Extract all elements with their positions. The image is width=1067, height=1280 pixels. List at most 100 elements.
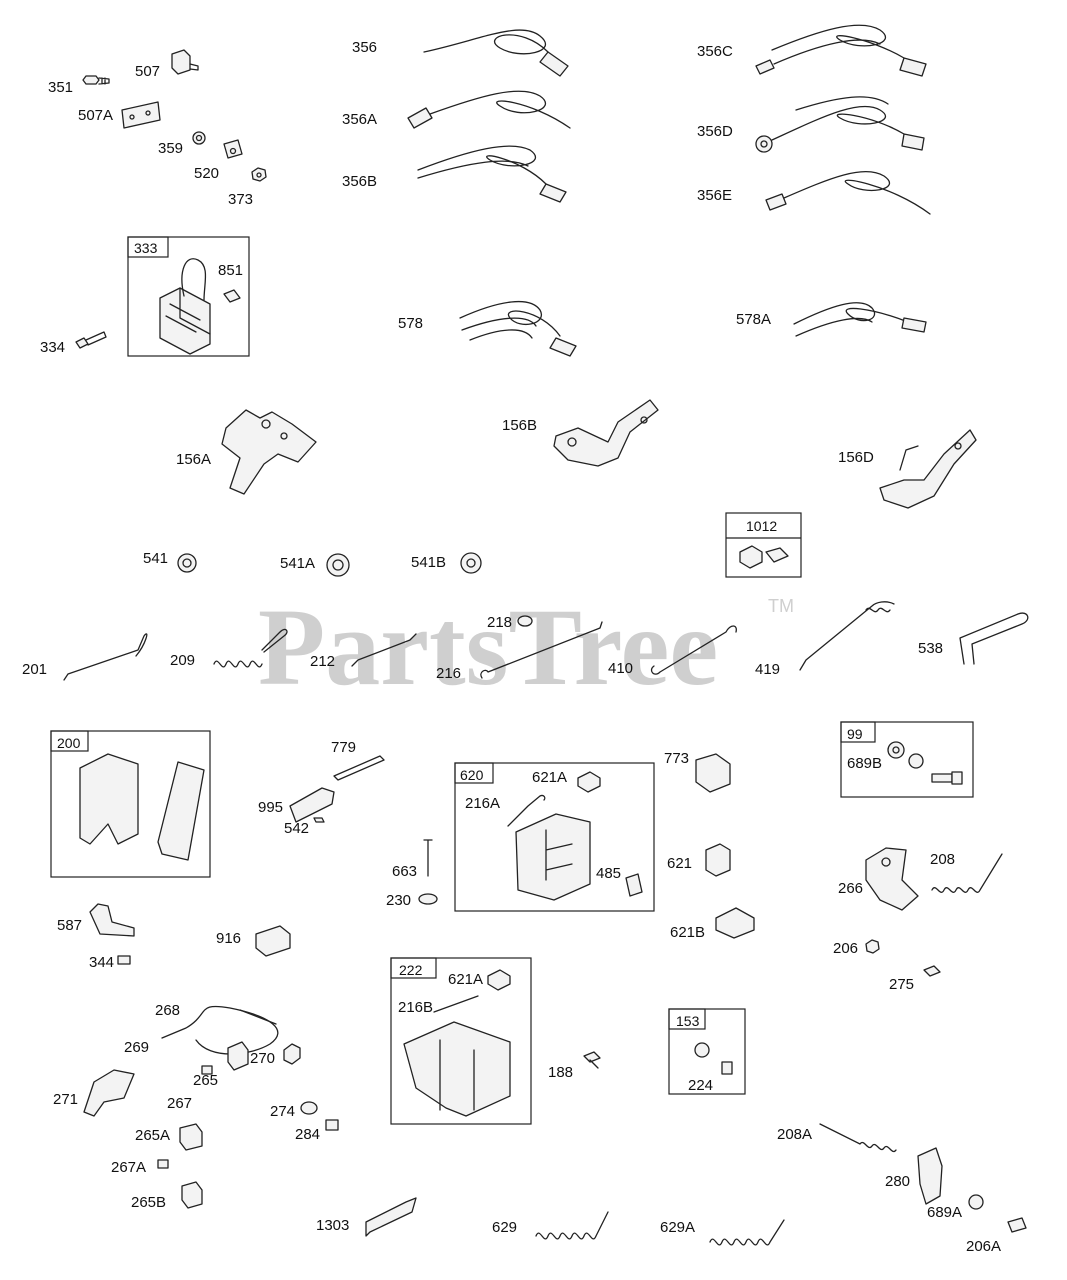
part-212-link[interactable]: [351, 633, 417, 667]
part-344-screw[interactable]: [117, 955, 131, 965]
partstree-watermark: PartsTree: [258, 586, 718, 708]
part-200-bracket[interactable]: [79, 753, 205, 861]
part-1012-clip[interactable]: [739, 545, 789, 569]
part-542-screw[interactable]: [313, 817, 325, 823]
part-621A-clip-in-620[interactable]: [577, 771, 601, 793]
label-200: 200: [57, 735, 81, 751]
part-284-screw[interactable]: [325, 1119, 339, 1131]
part-541A-lockwasher[interactable]: [326, 553, 350, 577]
part-266-bracket[interactable]: [865, 847, 919, 911]
part-916-bracket[interactable]: [255, 925, 291, 957]
part-216-link[interactable]: [480, 621, 603, 679]
part-620-governor-control[interactable]: [515, 813, 591, 901]
part-578A-harness[interactable]: [793, 302, 927, 337]
part-485-bushing[interactable]: [625, 873, 643, 897]
part-356B-wire[interactable]: [417, 145, 567, 203]
part-218-washer[interactable]: [517, 615, 533, 627]
part-419-link[interactable]: [799, 601, 895, 671]
label-280: 280: [885, 1173, 910, 1190]
label-153: 153: [676, 1013, 700, 1029]
label-274: 274: [270, 1103, 295, 1120]
part-359-lockwasher[interactable]: [192, 131, 206, 145]
part-507A-plate[interactable]: [121, 101, 161, 129]
part-1303-bracket[interactable]: [365, 1197, 417, 1237]
part-206-nut[interactable]: [865, 939, 880, 954]
label-334: 334: [40, 339, 65, 356]
part-265B-clamp[interactable]: [181, 1181, 203, 1209]
part-265A-clamp[interactable]: [179, 1123, 203, 1151]
part-224-screw[interactable]: [721, 1061, 733, 1075]
part-621A-clip-in-222[interactable]: [487, 969, 511, 991]
label-578: 578: [398, 315, 423, 332]
label-268: 268: [155, 1002, 180, 1019]
part-208A-spring[interactable]: [819, 1123, 897, 1153]
label-1012: 1012: [746, 518, 777, 534]
part-188-screw[interactable]: [583, 1051, 601, 1069]
part-356-ground-wire[interactable]: [423, 29, 569, 77]
part-156A-bracket[interactable]: [221, 409, 317, 495]
part-99-washer[interactable]: [908, 753, 924, 769]
part-351-screw[interactable]: [82, 75, 110, 85]
part-153-bushing[interactable]: [694, 1042, 710, 1058]
part-995-lever[interactable]: [289, 787, 335, 823]
label-356E: 356E: [697, 187, 732, 204]
part-541B-lockwasher[interactable]: [460, 552, 482, 574]
part-356D-wire[interactable]: [755, 96, 925, 153]
part-621B-clip[interactable]: [715, 907, 755, 939]
part-275-screw[interactable]: [923, 965, 941, 977]
part-267A-screw[interactable]: [157, 1159, 169, 1169]
part-270-nut[interactable]: [283, 1043, 301, 1065]
part-587-bracket[interactable]: [89, 903, 135, 937]
part-206A-screw[interactable]: [1007, 1217, 1027, 1233]
part-99-screw[interactable]: [931, 771, 963, 785]
part-629-spring[interactable]: [535, 1211, 609, 1240]
part-222-governor-control[interactable]: [403, 1021, 511, 1117]
part-156D-bracket[interactable]: [879, 429, 977, 509]
part-520-clip[interactable]: [223, 139, 243, 159]
part-689B-bushing[interactable]: [887, 741, 905, 759]
label-216B: 216B: [398, 999, 433, 1016]
part-663-screw[interactable]: [423, 839, 433, 877]
part-578-harness[interactable]: [459, 300, 577, 357]
part-280-bracket[interactable]: [917, 1147, 943, 1205]
part-208-spring[interactable]: [931, 853, 1003, 893]
part-334-screw[interactable]: [75, 331, 107, 349]
watermark-trademark: TM: [768, 596, 794, 616]
part-267-screw[interactable]: [201, 1065, 213, 1075]
kit-frame-333: [127, 236, 250, 357]
label-538: 538: [918, 640, 943, 657]
part-333-armature[interactable]: [159, 258, 211, 355]
part-356A-wire[interactable]: [407, 90, 571, 129]
label-216A: 216A: [465, 795, 500, 812]
part-689A-bushing[interactable]: [968, 1194, 984, 1210]
part-274-washer[interactable]: [300, 1101, 318, 1115]
part-201-link[interactable]: [63, 633, 148, 681]
label-541A: 541A: [280, 555, 315, 572]
part-373-nut[interactable]: [251, 167, 267, 182]
part-356E-wire[interactable]: [765, 170, 931, 215]
part-216A-link[interactable]: [507, 794, 546, 827]
label-995: 995: [258, 799, 283, 816]
part-621-bracket[interactable]: [705, 843, 731, 877]
part-230-washer[interactable]: [418, 893, 438, 905]
kit-tag-333: [127, 236, 169, 258]
part-209-spring[interactable]: [213, 628, 288, 668]
label-218: 218: [487, 614, 512, 631]
part-629A-spring[interactable]: [709, 1219, 785, 1246]
part-779-link[interactable]: [333, 755, 385, 781]
label-265A: 265A: [135, 1127, 170, 1144]
part-507-terminal[interactable]: [171, 49, 199, 75]
label-267: 267: [167, 1095, 192, 1112]
part-410-link[interactable]: [650, 625, 737, 675]
part-851-clip[interactable]: [223, 289, 241, 303]
part-773-clip[interactable]: [695, 753, 731, 793]
part-156B-bracket[interactable]: [553, 399, 659, 467]
part-271-bracket[interactable]: [83, 1069, 135, 1117]
part-265-clamp[interactable]: [227, 1041, 249, 1071]
part-541-lockwasher[interactable]: [177, 553, 197, 573]
part-216B-link[interactable]: [433, 995, 479, 1013]
part-538-rod[interactable]: [959, 612, 1029, 665]
part-356C-wire[interactable]: [755, 24, 927, 77]
label-689A: 689A: [927, 1204, 962, 1221]
